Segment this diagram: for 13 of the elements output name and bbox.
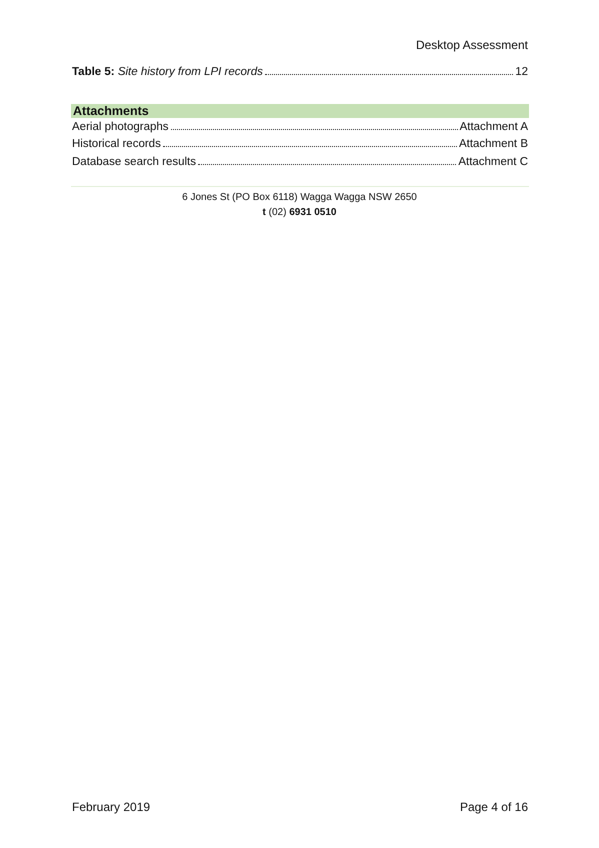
page-reference: Attachment A	[460, 121, 528, 133]
page-reference: 12	[515, 66, 528, 78]
address-text: 6 Jones St (PO Box 6118) Wagga Wagga NSW 2650	[182, 192, 417, 203]
section-heading-band: Attachments	[71, 104, 529, 118]
toc-entry: Table 5: Site history from LPI records	[72, 66, 263, 78]
page-reference: Attachment B	[458, 138, 528, 150]
footer-date: February 2019	[72, 800, 150, 814]
header-text: Desktop Assessment	[416, 38, 528, 52]
page-number: Page 4 of 16	[460, 800, 528, 814]
page-reference: Attachment C	[458, 156, 528, 168]
toc-entry: Database search results	[72, 156, 196, 168]
phone-text: t (02) 6931 0510	[262, 207, 336, 218]
toc-entry: Historical records	[72, 138, 161, 150]
